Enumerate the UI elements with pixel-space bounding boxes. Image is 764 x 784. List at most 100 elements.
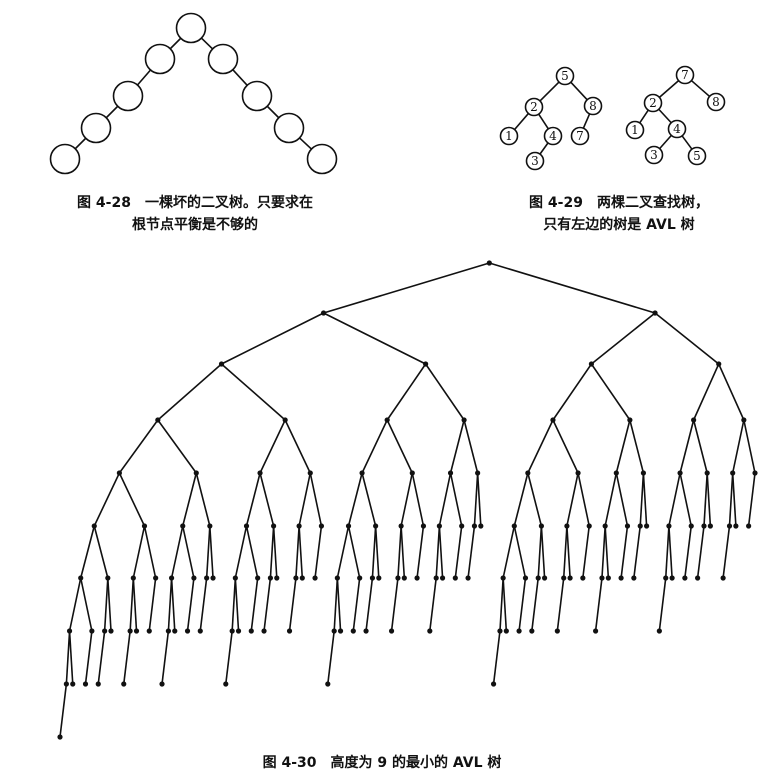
avl-node <box>586 523 592 529</box>
avl-node <box>500 575 506 581</box>
avl-node <box>267 575 274 581</box>
avl-edge <box>582 525 591 579</box>
avl-node <box>599 575 605 581</box>
avl-node <box>733 523 739 529</box>
avl-node <box>91 523 97 529</box>
avl-edge <box>157 419 197 474</box>
avl-edge <box>476 472 482 527</box>
avl-edge <box>400 525 406 579</box>
avl-node <box>232 575 238 581</box>
tree-node <box>706 92 726 112</box>
avl-edge <box>181 525 195 579</box>
avl-node <box>666 523 672 529</box>
avl-node <box>334 575 340 581</box>
avl-edge <box>562 525 568 579</box>
avl-node <box>535 575 541 581</box>
avl-edge <box>97 630 106 685</box>
tree-node <box>524 97 544 117</box>
avl-node <box>695 575 701 581</box>
avl-edge <box>664 525 670 579</box>
avl-edge <box>224 630 233 685</box>
avl-edge <box>209 525 214 579</box>
avl-node <box>414 575 420 581</box>
avl-node <box>127 628 133 634</box>
fig28-caption-line2: 根节点平衡是不够的 <box>132 217 258 233</box>
avl-node <box>121 681 127 687</box>
avl-edge <box>527 472 543 527</box>
avl-node <box>497 628 503 634</box>
avl-edge <box>129 577 135 632</box>
avl-edge <box>386 363 427 421</box>
avl-edge <box>259 472 275 527</box>
avl-edge <box>167 577 173 632</box>
avl-node <box>325 681 331 687</box>
avl-edge <box>502 525 516 579</box>
avl-node <box>644 523 650 529</box>
avl-node <box>204 575 210 581</box>
avl-edge <box>143 525 157 579</box>
avl-edge <box>492 630 501 685</box>
avl-node <box>286 628 293 634</box>
avl-edge <box>231 577 237 632</box>
avl-edge <box>118 419 159 474</box>
avl-node <box>656 628 662 634</box>
avl-node <box>191 575 197 581</box>
avl-node <box>168 575 175 581</box>
bad-binary-tree-figure <box>49 12 338 175</box>
avl-edge <box>132 525 146 579</box>
avl-node <box>369 575 376 581</box>
node-label: 1 <box>631 123 639 137</box>
avl-node <box>511 523 517 529</box>
avl-node <box>564 523 570 529</box>
node-label: 3 <box>650 148 658 162</box>
avl-node <box>503 628 509 634</box>
node-label: 7 <box>576 129 584 143</box>
avl-edge <box>195 472 211 527</box>
avl-node <box>420 523 427 529</box>
avl-node <box>57 734 63 740</box>
avl-edge <box>263 577 272 632</box>
avl-edge <box>295 525 300 579</box>
avl-edge <box>397 525 402 579</box>
tree-edge <box>658 108 672 124</box>
avl-edge <box>347 525 361 579</box>
avl-node <box>436 523 442 529</box>
avl-node <box>637 523 643 529</box>
avl-edge <box>513 525 527 579</box>
fig29-caption-line1: 图 4-29 两棵二叉查找树， <box>529 195 709 211</box>
avl-edge <box>371 525 377 579</box>
avl-edge <box>170 577 176 632</box>
avl-edge <box>552 419 579 474</box>
avl-edge <box>234 525 248 579</box>
avl-edge <box>361 419 388 474</box>
avl-edge <box>633 525 642 579</box>
avl-node <box>70 681 76 687</box>
tree-node <box>583 96 603 116</box>
avl-edge <box>499 577 504 632</box>
chain-edge <box>74 137 87 150</box>
avl-node <box>274 575 280 581</box>
avl-node <box>320 310 327 316</box>
chain-edge <box>200 37 214 50</box>
avl-edge <box>186 577 195 632</box>
avl-edge <box>731 472 737 527</box>
node-label: 3 <box>531 154 539 168</box>
avl-node <box>155 417 161 423</box>
avl-node <box>359 470 365 476</box>
avl-edge <box>449 419 465 474</box>
avl-node <box>388 628 395 634</box>
avl-edge <box>298 525 304 579</box>
avl-node <box>613 470 619 476</box>
avl-node <box>741 417 747 423</box>
avl-node <box>691 417 697 423</box>
tree-edge <box>681 135 693 150</box>
avl-node <box>478 523 484 529</box>
tree-edge <box>582 113 591 129</box>
avl-node <box>627 417 633 423</box>
node-label: 4 <box>549 129 557 143</box>
avl-edge <box>269 525 275 579</box>
avl-node <box>78 575 84 581</box>
avl-node <box>588 361 595 367</box>
avl-node <box>423 361 429 367</box>
avl-node <box>720 575 726 581</box>
